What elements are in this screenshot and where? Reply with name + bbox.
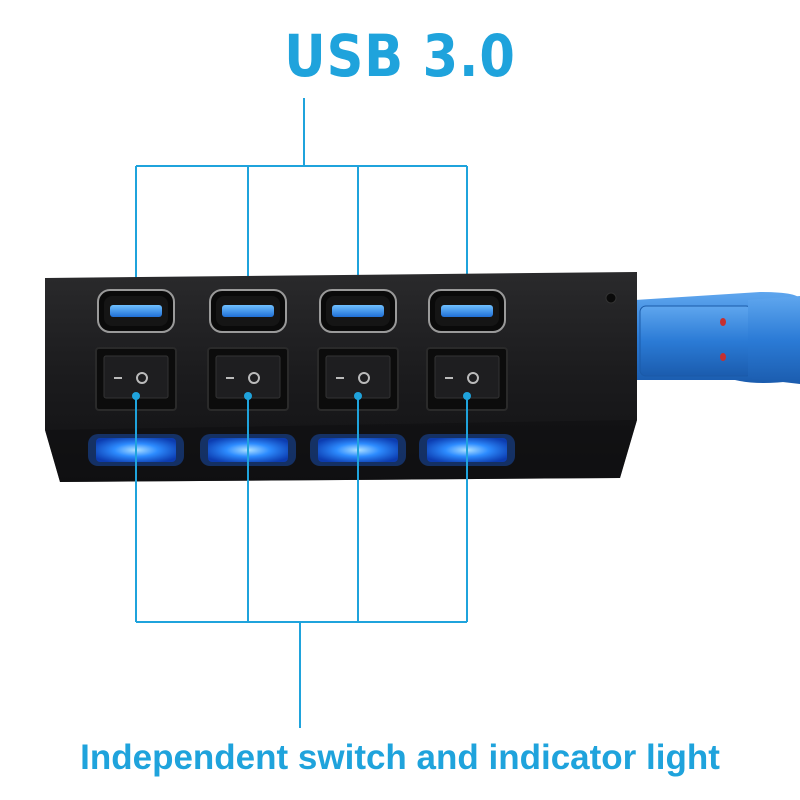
usb-port-tongue <box>222 305 274 317</box>
switch-on-mark <box>467 372 479 384</box>
port-switch-2[interactable] <box>207 347 289 411</box>
callout-lines-top <box>135 98 468 294</box>
pinhole-indicator <box>605 292 617 304</box>
usb-version-title: USB 3.0 <box>284 22 516 90</box>
switch-on-mark <box>358 372 370 384</box>
feature-caption: Independent switch and indicator light <box>80 738 720 777</box>
callout-lines-bottom <box>135 396 468 728</box>
switch-on-mark <box>248 372 260 384</box>
usb-port-tongue <box>332 305 384 317</box>
usb-port-tongue <box>110 305 162 317</box>
usb-port-tongue <box>441 305 493 317</box>
usb-port-3 <box>319 289 397 333</box>
usb-port-1 <box>97 289 175 333</box>
usb-port-2 <box>209 289 287 333</box>
callout-dots <box>132 392 471 400</box>
usb-cable <box>635 292 800 384</box>
usb-port-4 <box>428 289 506 333</box>
port-switch-3[interactable] <box>317 347 399 411</box>
switch-on-mark <box>136 372 148 384</box>
port-switch-4[interactable] <box>426 347 508 411</box>
